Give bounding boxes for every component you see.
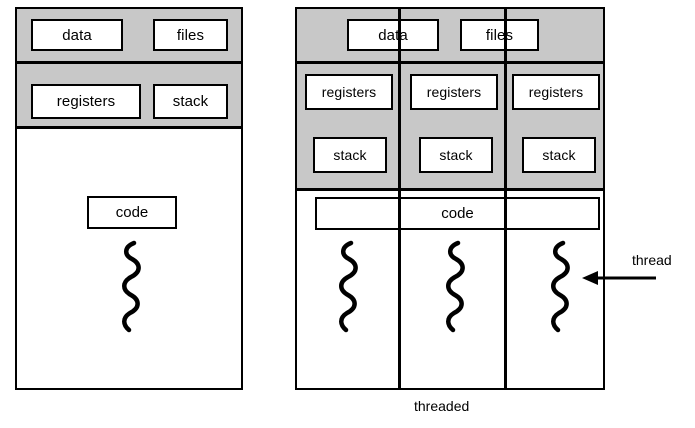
mt-band-divider-1	[297, 61, 603, 64]
thread-2-registers-label: registers	[426, 84, 482, 100]
thread-1-registers-label: registers	[321, 84, 377, 100]
thread-1-stack-box: stack	[313, 137, 387, 173]
thread-1-registers-box: registers	[305, 74, 393, 110]
thread-1-stack-label: stack	[333, 147, 367, 163]
code-box-divider-2	[504, 199, 507, 228]
stack-box-label: stack	[172, 93, 209, 110]
thread-2-stack-box: stack	[419, 137, 493, 173]
thread-annotation-label: thread	[632, 252, 672, 268]
thread-3-stack-label: stack	[542, 147, 576, 163]
thread-2-squiggle	[441, 240, 471, 333]
single-threaded-process-panel: data files registers stack code	[15, 7, 243, 390]
files-box: files	[153, 19, 228, 51]
thread-2-stack-label: stack	[439, 147, 473, 163]
data-box-label: data	[62, 26, 92, 44]
code-box-label: code	[115, 204, 149, 221]
mt-band-divider-2	[297, 188, 603, 191]
mt-shared-resources-band	[297, 9, 603, 61]
thread-2-registers-box: registers	[410, 74, 498, 110]
code-box-divider-1	[398, 199, 401, 228]
mt-files-box-label: files	[485, 26, 514, 44]
mt-code-box: code	[315, 197, 600, 230]
code-box: code	[87, 196, 177, 229]
band-divider-2	[17, 126, 241, 129]
registers-box: registers	[31, 84, 141, 119]
mt-code-box-label: code	[435, 205, 480, 222]
thread-1-squiggle	[334, 240, 364, 333]
thread-annotation-arrow	[578, 268, 658, 288]
mt-files-box: files	[460, 19, 539, 51]
band-divider-1	[17, 61, 241, 64]
thread-3-stack-box: stack	[522, 137, 596, 173]
data-box: data	[31, 19, 123, 51]
thread-3-registers-label: registers	[528, 84, 584, 100]
mt-data-box: data	[347, 19, 439, 51]
thread-3-squiggle	[546, 240, 576, 333]
threaded-caption: threaded	[414, 398, 470, 414]
registers-box-label: registers	[56, 93, 116, 110]
multithreaded-process-panel: data files registers stack registers sta…	[295, 7, 605, 390]
files-box-label: files	[176, 26, 205, 44]
thread-3-registers-box: registers	[512, 74, 600, 110]
thread-squiggle	[117, 240, 147, 333]
stack-box: stack	[153, 84, 228, 119]
mt-data-box-label: data	[378, 26, 408, 44]
